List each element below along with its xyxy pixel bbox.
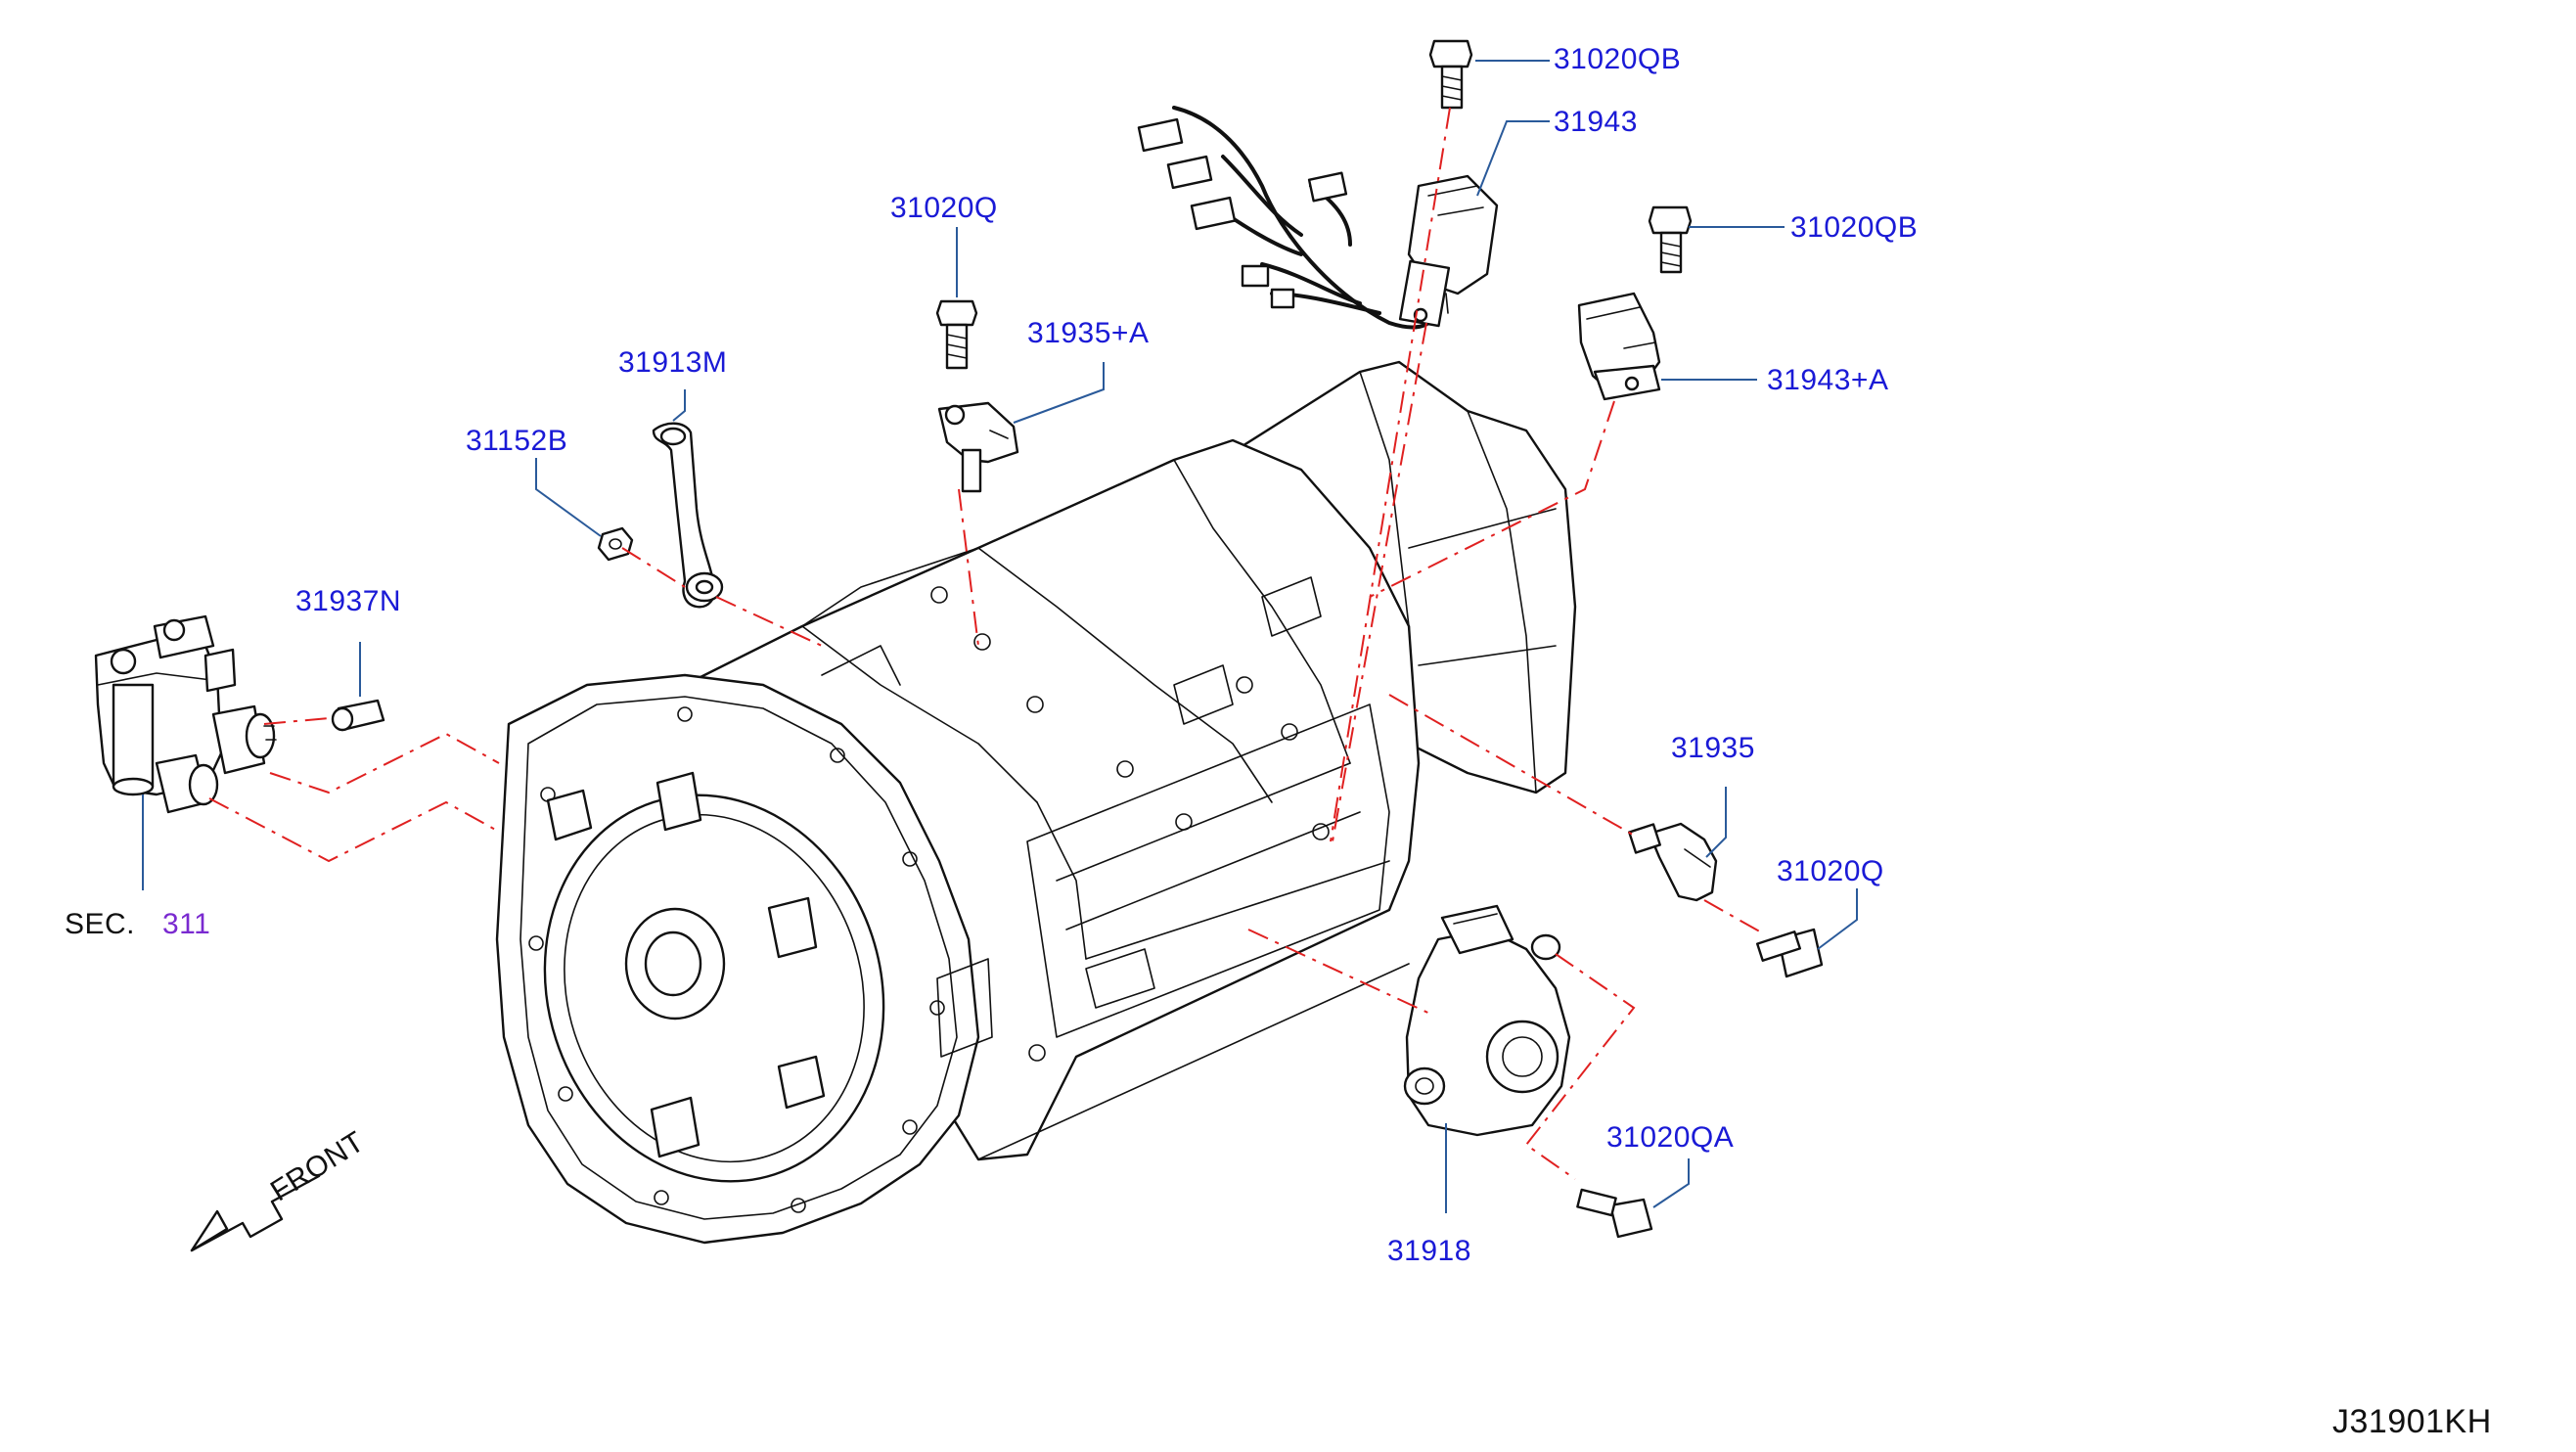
- part-label-31020q-right[interactable]: 31020Q: [1777, 855, 1884, 887]
- plug-31937n: [331, 699, 385, 732]
- bell-housing: [495, 673, 993, 1245]
- leader-lines: [142, 60, 1858, 1213]
- part-label-31020qb-top[interactable]: 31020QB: [1554, 43, 1682, 75]
- transmission-case: [683, 360, 1577, 1161]
- part-label-31943[interactable]: 31943: [1554, 106, 1638, 138]
- bolt-31020qb-top: [1428, 39, 1473, 110]
- section-ref-prefix: SEC.: [65, 908, 136, 940]
- assembly-lines: [208, 107, 1764, 1180]
- part-label-31935a[interactable]: 31935+A: [1027, 317, 1150, 349]
- part-label-31913m[interactable]: 31913M: [618, 346, 728, 379]
- bolt-31020q-right: [1755, 928, 1824, 978]
- part-label-31937n[interactable]: 31937N: [295, 585, 402, 617]
- sensor-31935a: [937, 401, 1019, 493]
- front-arrow-icon: [190, 1174, 321, 1252]
- bracket-31913m: [652, 422, 724, 609]
- inhibitor-switch-31918: [1403, 904, 1571, 1137]
- nut-31152b: [597, 526, 634, 562]
- connector-31943a: [1577, 292, 1661, 401]
- part-label-31943a[interactable]: 31943+A: [1767, 364, 1889, 396]
- thermo-valve-assembly: [94, 614, 277, 814]
- sensor-31935: [1628, 822, 1718, 902]
- section-ref-number[interactable]: 311: [162, 908, 211, 940]
- part-label-31020qb-right[interactable]: 31020QB: [1790, 211, 1919, 244]
- part-label-31935[interactable]: 31935: [1671, 732, 1755, 764]
- part-label-31020qa[interactable]: 31020QA: [1606, 1121, 1735, 1154]
- part-label-31020q-top[interactable]: 31020Q: [890, 192, 998, 224]
- part-label-31918[interactable]: 31918: [1387, 1235, 1471, 1267]
- bolt-31020q-top: [935, 299, 978, 370]
- diagram-id: J31901KH: [2332, 1403, 2492, 1440]
- bolt-31020qb-right: [1648, 205, 1693, 274]
- wiring-harness: [1137, 106, 1499, 330]
- bolt-31020qa: [1576, 1188, 1653, 1239]
- part-label-31152b[interactable]: 31152B: [466, 425, 568, 457]
